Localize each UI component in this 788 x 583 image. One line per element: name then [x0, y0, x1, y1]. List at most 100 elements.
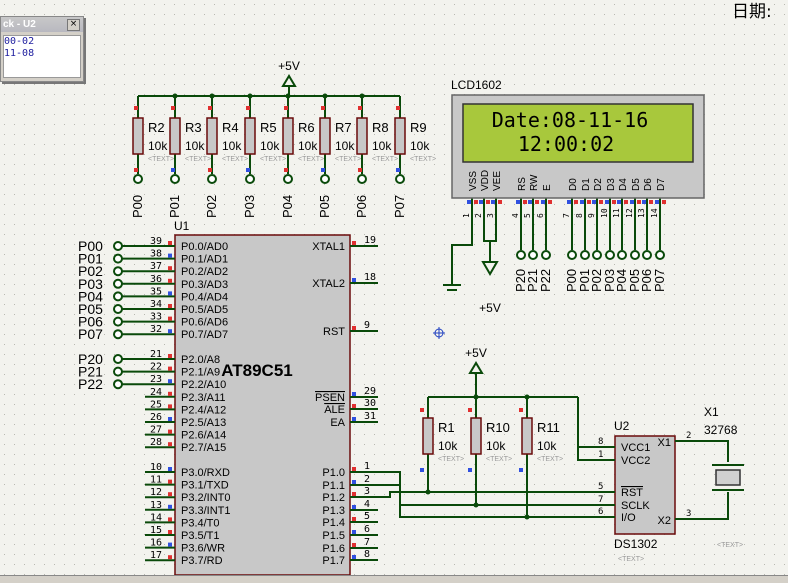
mcu-pin-number: 1	[364, 461, 370, 472]
mcu-pin-number: 33	[150, 312, 162, 323]
debug-popup-window[interactable]: ck - U2 × 00-02 11-08	[0, 16, 84, 82]
net-label-p06: P06	[78, 314, 103, 330]
resistor-r7	[319, 117, 331, 155]
mcu-pin-number: 31	[364, 411, 376, 422]
popup-line: 00-02	[4, 36, 35, 47]
mcu-pin-number: 23	[150, 374, 162, 385]
net-label-lcd-data: P07	[652, 269, 667, 292]
net-label-p06: P06	[354, 195, 369, 218]
mcu-pin-name: P2.6/A14	[181, 430, 226, 442]
pin-marker	[612, 200, 616, 204]
popup-line: 11-08	[4, 48, 35, 59]
pin-marker	[599, 200, 603, 204]
pin-marker	[352, 392, 356, 396]
pin-marker	[352, 492, 356, 496]
mcu-pin-number: 27	[150, 425, 162, 436]
mcu-pin-number: 39	[150, 236, 162, 247]
mcu-pin-name: P3.0/RXD	[181, 467, 230, 479]
rtc-pin-name: SCLK	[621, 500, 650, 512]
mcu-pin-name: P3.2/INT0	[181, 492, 231, 504]
pin-marker	[498, 200, 502, 204]
resistor-r3	[169, 117, 181, 155]
lcd-pin-label: D1	[581, 178, 592, 191]
mcu-pin-name: PSEN	[315, 392, 345, 404]
pin-marker	[352, 555, 356, 559]
pin-marker	[134, 106, 138, 110]
resistor-value: 10k	[148, 139, 168, 153]
pin-marker	[352, 467, 356, 471]
lcd-pin-label: RS	[517, 177, 528, 191]
pin-marker	[168, 291, 172, 296]
pin-marker	[352, 404, 356, 408]
pin-marker	[171, 106, 175, 110]
resistor-ref: R1	[438, 420, 455, 435]
mcu-pin-number: 3	[364, 486, 370, 497]
lcd-pin-number: 3	[486, 213, 495, 218]
pin-marker	[352, 530, 356, 534]
pin-marker	[396, 168, 400, 172]
resistor-ref: R4	[222, 120, 239, 135]
lcd-pin-label: VEE	[492, 171, 503, 191]
mcu-pin-number: 2	[364, 474, 370, 485]
lcd-pin-label: D7	[656, 178, 667, 191]
net-terminal	[113, 316, 123, 327]
pin-marker	[352, 505, 356, 509]
pin-marker	[284, 106, 288, 110]
net-terminal	[245, 174, 255, 184]
text-placeholder: <TEXT>	[148, 156, 174, 163]
mcu-pin-name: P3.7/RD	[181, 555, 223, 567]
mcu-pin-name: P3.5/T1	[181, 530, 220, 542]
status-bar	[0, 575, 788, 583]
pin-marker	[468, 468, 472, 472]
resistor-ref: R10	[486, 420, 510, 435]
mcu-pin-name: P2.2/A10	[181, 379, 226, 391]
mcu-pin-number: 14	[150, 512, 162, 523]
pin-marker	[168, 404, 172, 409]
pin-marker	[168, 278, 172, 283]
net-terminal	[113, 241, 123, 251]
net-label-p22: P22	[78, 376, 103, 392]
mcu-body	[174, 234, 351, 576]
mcu-pin-number: 7	[364, 537, 370, 548]
resistor-ref: R11	[537, 420, 560, 435]
net-label-p03: P03	[242, 195, 257, 218]
net-terminal	[642, 250, 652, 260]
mcu-pin-name: P1.6	[322, 543, 345, 555]
mcu-pin-number: 12	[150, 487, 162, 498]
wire-sclk	[378, 484, 615, 506]
power-arrow-icon	[481, 261, 499, 276]
lcd-pin-number: 4	[511, 213, 520, 218]
net-terminal	[655, 250, 665, 260]
pin-marker	[168, 391, 172, 396]
lcd-pin-number: 7	[562, 213, 571, 218]
pin-marker	[519, 408, 523, 412]
pin-marker	[642, 200, 646, 204]
close-icon[interactable]: ×	[67, 19, 80, 31]
pin-marker	[352, 326, 356, 330]
text-placeholder: <TEXT>	[335, 156, 361, 163]
mcu-pin-number: 30	[364, 398, 376, 409]
mcu-pin-number: 36	[150, 274, 162, 285]
net-label-lcd-data: P01	[577, 269, 592, 292]
net-terminal	[580, 250, 590, 260]
mcu-pin-name: P1.2	[322, 492, 345, 504]
rtc-pin-name: X2	[658, 515, 671, 527]
pin-marker	[246, 106, 250, 110]
net-label-lcd-ctrl: P20	[513, 269, 528, 292]
resistor-r4	[206, 117, 218, 155]
resistor-value: 10k	[260, 139, 280, 153]
mcu-pin-name: P1.3	[322, 505, 345, 517]
net-label-lcd-data: P05	[627, 269, 642, 292]
pin-marker	[168, 429, 172, 434]
rtc-pin-name: RST	[621, 487, 643, 499]
date-label-corner: 日期:	[732, 2, 772, 22]
pin-marker	[486, 200, 490, 204]
rtc-pin-name: VCC1	[621, 442, 650, 454]
mcu-pin-number: 6	[364, 524, 370, 535]
popup-title: ck - U2	[1, 17, 83, 32]
pin-marker	[168, 467, 172, 471]
lcd-pin-label: D6	[643, 178, 654, 191]
net-terminal	[113, 379, 123, 390]
mcu-pin-name: P2.0/A8	[181, 354, 220, 366]
